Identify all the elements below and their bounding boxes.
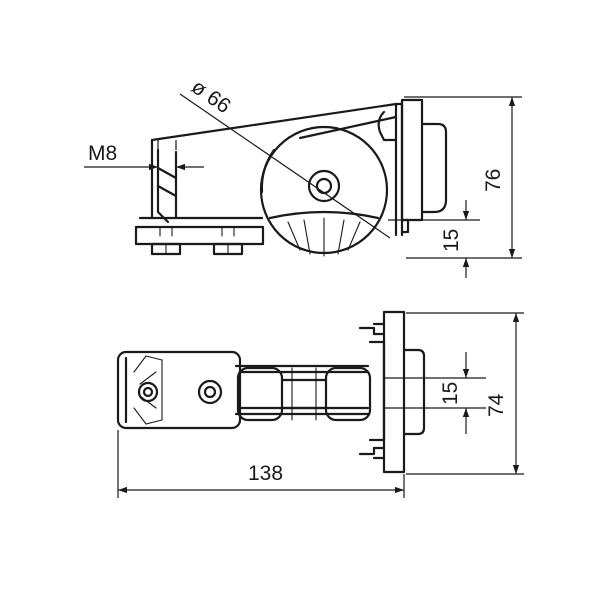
inset-15-top-label: 15 xyxy=(439,382,462,405)
height-74-dimension: 74 xyxy=(406,312,524,475)
top-view: 74 15 138 xyxy=(116,310,524,498)
wheel-diameter-label: ø 66 xyxy=(187,75,235,118)
length-138-label: 138 xyxy=(248,462,283,485)
height-74-label: 74 xyxy=(485,393,508,417)
top-end-plate xyxy=(358,310,426,474)
side-base-plate xyxy=(134,216,265,256)
top-body xyxy=(116,350,370,430)
inset-15-side-dimension: 15 xyxy=(388,200,480,278)
wheel-diameter-leader xyxy=(179,93,391,239)
height-76-label: 76 xyxy=(482,169,505,192)
top-bolts xyxy=(137,379,223,405)
top-wheel xyxy=(236,366,372,422)
length-138-dimension: 138 xyxy=(117,430,405,498)
height-76-dimension: 76 xyxy=(404,96,522,259)
m8-dimension: M8 xyxy=(84,140,204,171)
side-end-block xyxy=(377,98,448,234)
side-wheel xyxy=(259,125,389,257)
inset-15-side-label: 15 xyxy=(440,229,463,252)
side-m8-stud xyxy=(156,148,178,224)
m8-label: M8 xyxy=(88,142,117,165)
inset-15-top-dimension: 15 xyxy=(384,352,486,434)
side-view: ø 66 M8 76 15 xyxy=(84,75,522,278)
